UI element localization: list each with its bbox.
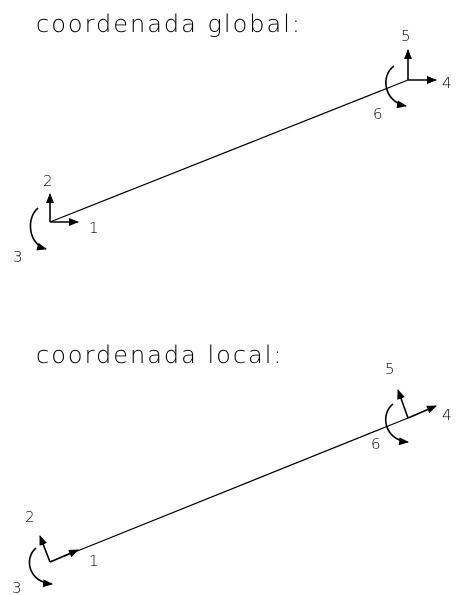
local-panel: coordenada local: 1 2 3 4 5 6 — [12, 341, 452, 595]
global-label-3: 3 — [13, 248, 23, 266]
local-dof-3-rotation-arrow — [28, 547, 53, 588]
global-label-2: 2 — [43, 172, 53, 190]
local-dof-1-arrow — [49, 549, 79, 563]
local-beam-element — [49, 417, 409, 563]
global-dof-6-rotation-arrow — [385, 65, 407, 109]
global-label-5: 5 — [401, 27, 411, 45]
local-label-6: 6 — [371, 435, 381, 453]
global-panel: coordenada global: 1 2 3 4 5 6 — [13, 10, 452, 266]
local-label-1: 1 — [89, 552, 99, 570]
local-label-4: 4 — [442, 406, 452, 424]
global-beam-element — [49, 79, 409, 223]
global-label-6: 6 — [373, 105, 383, 123]
local-dof-6-rotation-arrow — [384, 403, 409, 446]
global-label-1: 1 — [89, 219, 99, 237]
local-label-3: 3 — [12, 579, 22, 595]
global-title: coordenada global: — [36, 10, 302, 38]
local-title: coordenada local: — [36, 341, 284, 369]
global-label-4: 4 — [442, 74, 452, 92]
local-label-2: 2 — [25, 508, 35, 526]
local-label-5: 5 — [385, 360, 395, 378]
local-dof-5-arrow — [397, 389, 409, 419]
global-dof-3-rotation-arrow — [29, 207, 47, 251]
local-dof-2-arrow — [39, 535, 51, 563]
local-dof-4-arrow — [407, 405, 437, 419]
